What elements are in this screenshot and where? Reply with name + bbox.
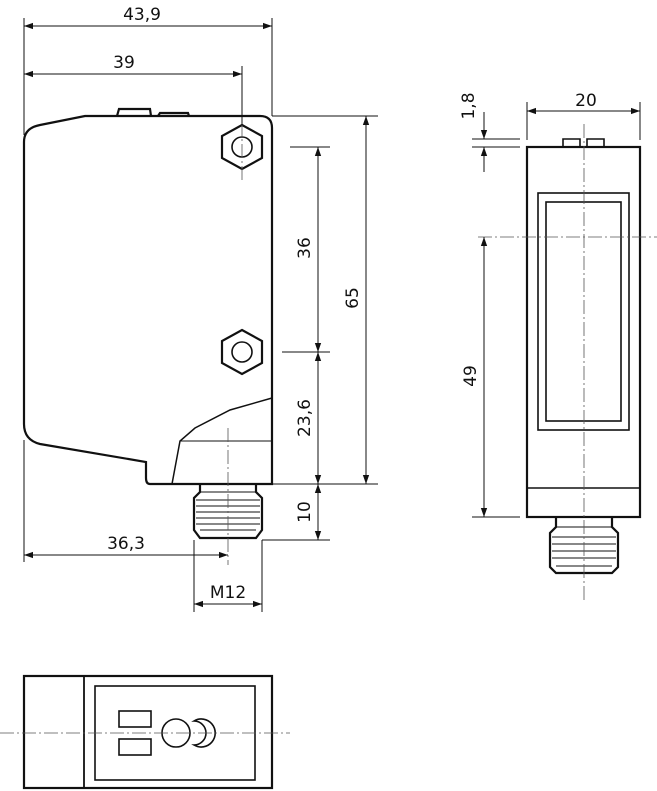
dim-connector-center: 36,3 [107,534,145,554]
front-view: 43,9 39 36 65 23,6 10 36,3 M12 [22,5,378,612]
lower-nut-hole [231,341,253,363]
dim-hole-to-bottom: 23,6 [295,399,315,437]
lower-nut [220,328,264,376]
lower-nut-hex [220,328,264,376]
dim-connector-length: 10 [295,501,315,523]
dim-thread: M12 [210,583,246,603]
dim-width-overall: 43,9 [123,5,161,25]
top-button-right [157,111,191,117]
side-top-tab-left [562,138,581,147]
indicator-led-bottom [118,738,152,756]
side-housing-outline [525,145,642,519]
side-window-inner [545,201,622,422]
side-view: 20 1,8 49 [459,91,657,600]
front-lens-chamfer [171,397,273,485]
dim-window-height: 49 [461,365,481,387]
side-top-tab-right [586,138,605,147]
adjust-knob-arc [191,718,216,748]
side-window-outer [537,192,630,431]
dim-top-offset: 1,8 [459,92,479,119]
indicator-led-top [118,710,152,728]
dim-height-total: 65 [343,287,363,309]
bottom-housing-outline [22,674,274,790]
dim-width-to-nut: 39 [113,53,135,73]
dim-side-width: 20 [575,91,597,111]
bottom-view [0,674,290,790]
front-housing-outline [22,114,274,486]
top-button-left [115,107,153,117]
dim-hole-spacing: 36 [295,237,315,259]
